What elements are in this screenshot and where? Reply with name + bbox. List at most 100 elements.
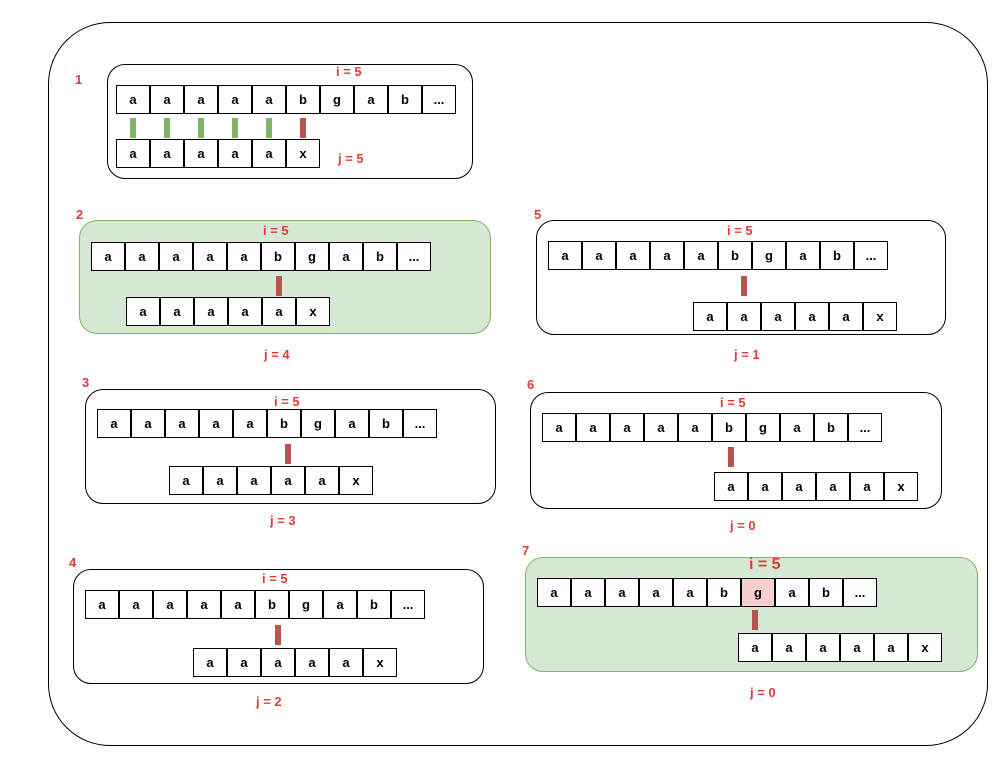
step-2-text-cell: b [261,242,295,271]
step-3-j-label: j = 3 [270,513,296,528]
step-6-pattern-cell: a [816,472,850,501]
step-4-text-cell: a [119,590,153,619]
step-7-text-cell: b [707,578,741,607]
step-5-text-cell: a [650,241,684,270]
step-1-pattern-cell: a [184,139,218,168]
step-5-i-label: i = 5 [727,223,753,238]
step-2-pattern-cell: a [160,297,194,326]
step-1-pattern-cell: x [286,139,320,168]
step-2-i-label: i = 5 [263,223,289,238]
step-7-i-label: i = 5 [749,556,781,573]
step-4-text-cell: g [289,590,323,619]
step-5-pattern-cell: a [727,302,761,331]
step-1-text-cell: ... [422,85,456,114]
step-2-text-cell: a [91,242,125,271]
step-3-number: 3 [82,375,90,390]
step-5-text-cell: a [582,241,616,270]
mismatch-bar [276,276,282,296]
step-5-number: 5 [534,207,542,222]
step-7-pattern-cell: a [874,633,908,662]
step-5-text-cell: a [786,241,820,270]
step-3-text-cell: a [165,409,199,438]
step-1-text-cell: g [320,85,354,114]
mismatch-bar [300,118,306,138]
step-6-j-label: j = 0 [730,518,756,533]
step-7-text-cell: a [605,578,639,607]
step-4-i-label: i = 5 [262,571,288,586]
step-2-text-cell: a [159,242,193,271]
step-1-pattern-cell: a [218,139,252,168]
step-1-pattern-cell: a [252,139,286,168]
step-2-text-cell: a [227,242,261,271]
step-2-text-cell: a [193,242,227,271]
step-2-pattern-cell: a [228,297,262,326]
step-4-text-cell: ... [391,590,425,619]
step-1-panel [107,64,473,179]
match-bar [130,118,136,138]
step-7-pattern-cell: a [772,633,806,662]
step-3-text-cell: a [131,409,165,438]
step-1-text-cell: a [184,85,218,114]
step-2-pattern-cell: x [296,297,330,326]
step-3-pattern-cell: a [237,466,271,495]
step-1-text-cell: b [388,85,422,114]
step-6-i-label: i = 5 [720,395,746,410]
match-bar [266,118,272,138]
step-6-text-cell: a [678,413,712,442]
step-6-number: 6 [527,377,535,392]
step-6-text-cell: b [712,413,746,442]
step-7-text-cell: a [571,578,605,607]
step-7-text-cell: a [639,578,673,607]
step-5-text-cell: b [820,241,854,270]
step-1-text-cell: a [252,85,286,114]
mismatch-bar [275,625,281,645]
match-bar [164,118,170,138]
step-1-pattern-cell: a [150,139,184,168]
step-4-text-cell: a [323,590,357,619]
step-7-pattern-cell: a [840,633,874,662]
step-3-text-cell: a [199,409,233,438]
step-1-j-label: j = 5 [338,151,364,166]
step-1-pattern-cell: a [116,139,150,168]
step-3-text-cell: a [97,409,131,438]
step-4-text-cell: b [255,590,289,619]
step-4-text-cell: a [85,590,119,619]
step-4-text-cell: a [221,590,255,619]
step-1-text-cell: b [286,85,320,114]
step-5-pattern-cell: a [761,302,795,331]
step-4-text-cell: a [153,590,187,619]
step-4-pattern-cell: a [295,648,329,677]
step-3-text-cell: b [267,409,301,438]
step-5-pattern-cell: x [863,302,897,331]
step-6-pattern-cell: a [782,472,816,501]
step-7-text-cell: a [775,578,809,607]
step-6-text-cell: a [576,413,610,442]
step-6-pattern-cell: a [850,472,884,501]
step-4-j-label: j = 2 [256,694,282,709]
step-5-text-cell: a [684,241,718,270]
step-3-pattern-cell: x [339,466,373,495]
step-2-pattern-cell: a [194,297,228,326]
step-3-text-cell: a [233,409,267,438]
step-2-text-cell: a [125,242,159,271]
match-bar [232,118,238,138]
step-4-pattern-cell: x [363,648,397,677]
step-4-text-cell: b [357,590,391,619]
step-2-number: 2 [76,207,84,222]
step-6-text-cell: ... [848,413,882,442]
step-6-text-cell: a [644,413,678,442]
step-4-panel [73,569,484,684]
step-7-text-cell: g [741,578,775,607]
step-1-text-cell: a [218,85,252,114]
step-6-panel [530,392,942,509]
mismatch-bar [728,447,734,467]
step-1-number: 1 [75,72,83,87]
mismatch-bar [741,276,747,296]
step-2-pattern-cell: a [126,297,160,326]
step-6-text-cell: a [780,413,814,442]
step-7-pattern-cell: x [908,633,942,662]
outer-frame [48,22,988,746]
step-7-text-cell: b [809,578,843,607]
step-4-text-cell: a [187,590,221,619]
step-5-pattern-cell: a [829,302,863,331]
